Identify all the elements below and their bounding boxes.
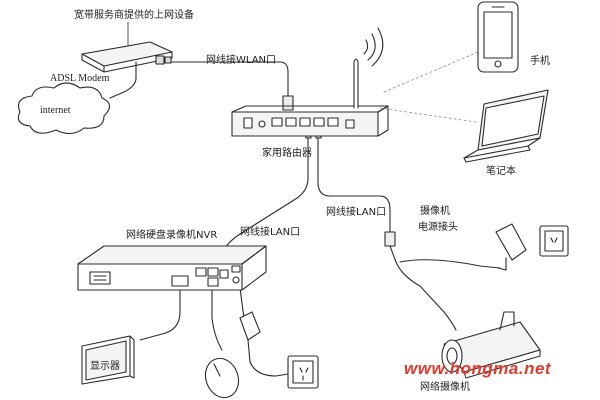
router-device: [231, 58, 389, 137]
monitor-label: 显示器: [90, 361, 120, 372]
phone-icon: [477, 1, 519, 73]
rj45-plug: [282, 95, 294, 111]
camera-power-adapter-icon: [495, 223, 527, 271]
wan-port-label: 网线接WLAN口: [206, 55, 277, 66]
mouse-icon: [204, 357, 240, 399]
ip-camera-device: [441, 311, 541, 379]
camera-power-label-line2: 电源接头: [418, 222, 458, 233]
wall-socket-icon: [287, 355, 319, 389]
internet-cloud: [17, 82, 111, 135]
wifi-signal-icon: [363, 27, 384, 67]
camera-power-label-line1: 摄像机: [420, 206, 450, 217]
cables: [109, 61, 501, 377]
lan-port-nvr-label: 网线接LAN口: [240, 227, 301, 238]
monitor-icon: [81, 335, 135, 385]
cable-nvr-monitor: [139, 289, 181, 341]
adsl-modem-device: [81, 41, 173, 73]
lan-port-camera-label: 网线接LAN口: [326, 207, 387, 218]
adsl-modem-label: ADSL Modem: [50, 73, 110, 84]
laptop-label: 笔记本: [486, 166, 516, 177]
cable-modem-router: [171, 61, 289, 97]
wireless-links: [379, 51, 479, 123]
nvr-device: [77, 245, 267, 291]
power-adapter-icon: [239, 311, 261, 341]
isp-device-label: 宽带服务商提供的上网设备: [74, 10, 194, 21]
cable-router-camera: [317, 137, 391, 233]
internet-label: internet: [40, 105, 71, 116]
phone-label: 手机: [530, 56, 550, 67]
cable-adapter-socket: [247, 339, 289, 377]
cable-nvr-mouse: [211, 289, 223, 351]
cable-modem-internet: [109, 61, 137, 99]
ip-camera-label: 网络摄像机: [420, 382, 470, 393]
rj45-plug: [384, 231, 396, 247]
home-router-label: 家用路由器: [262, 148, 312, 159]
cable-camera-pigtail: [389, 245, 457, 331]
cable-camera-power: [399, 259, 501, 269]
laptop-icon: [463, 89, 549, 163]
cable-nvr-adapter: [239, 287, 245, 319]
watermark: www.hongma.net: [404, 359, 552, 378]
camera-wall-socket-icon: [539, 225, 569, 257]
nvr-label: 网络硬盘录像机NVR: [126, 230, 218, 241]
